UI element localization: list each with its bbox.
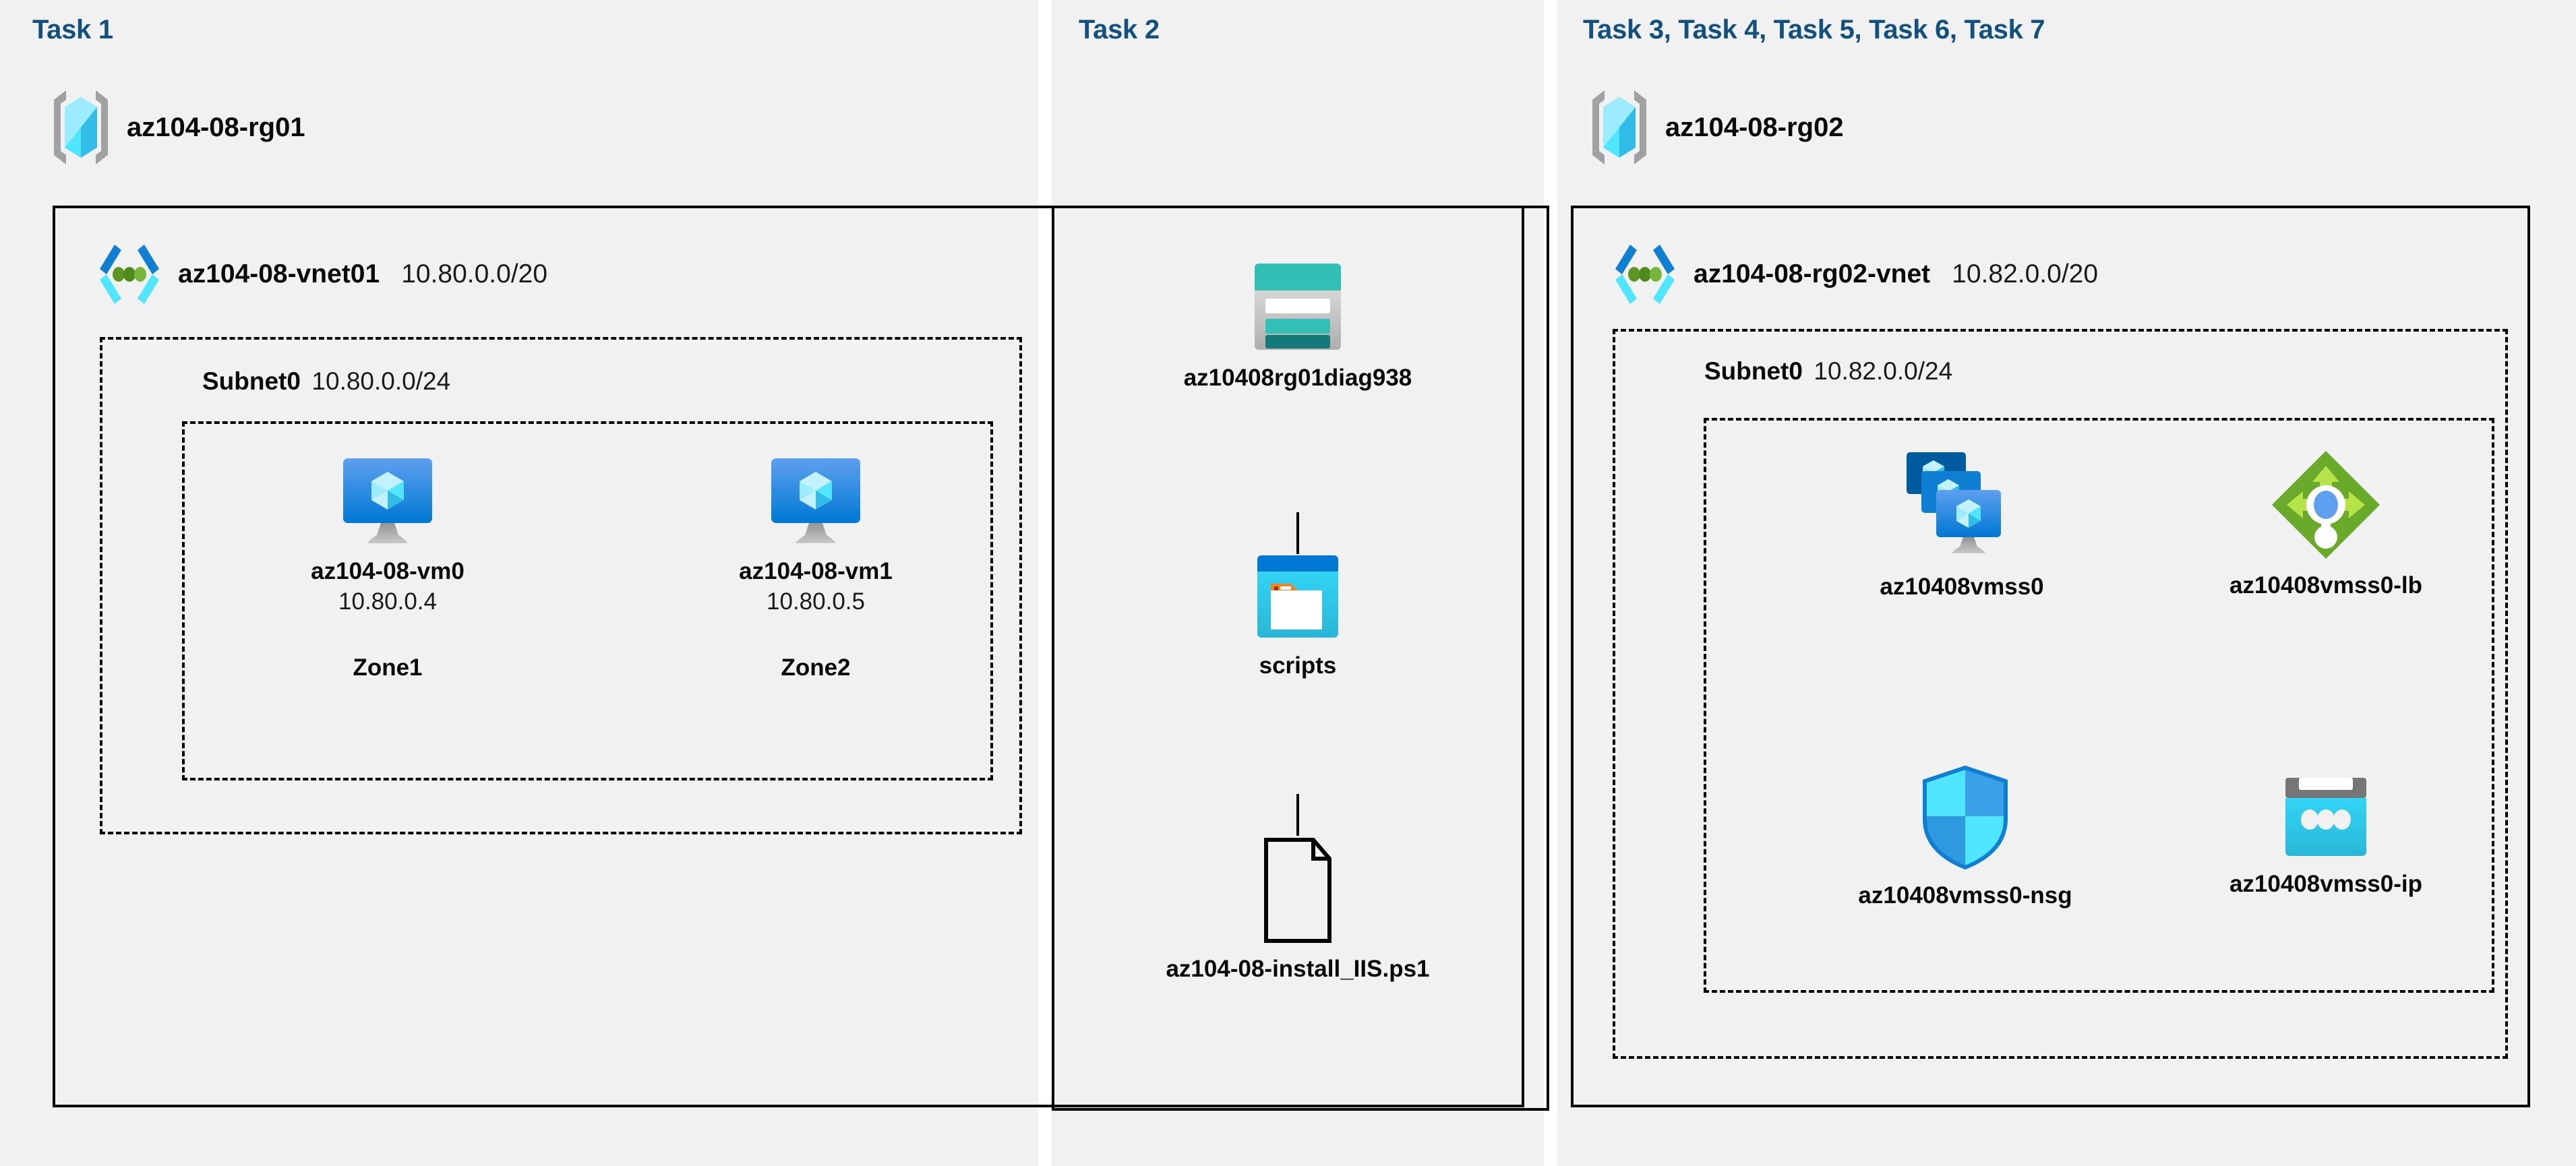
virtual-machine-icon [340, 453, 435, 547]
subnet-label-right: Subnet0 10.82.0.0/24 [1704, 357, 1952, 386]
task-label-3-to-7: Task 3, Task 4, Task 5, Task 6, Task 7 [1583, 15, 2045, 44]
public-ip-address-node: az10408vmss0-ip [2191, 775, 2461, 898]
vm-zone: Zone1 [353, 654, 423, 681]
blob-container-node: scripts [1207, 553, 1389, 680]
public-ip-address-icon [2279, 775, 2373, 860]
vm-node-vm1: az104-08-vm1 10.80.0.5 Zone2 [715, 453, 917, 681]
blob-container-name: scripts [1259, 652, 1337, 679]
load-balancer-icon [2269, 448, 2383, 561]
virtual-network-icon [1610, 239, 1680, 309]
subnet-cidr: 10.82.0.0/24 [1814, 357, 1953, 385]
subnet-cidr: 10.80.0.0/24 [311, 367, 451, 395]
public-ip-address-name: az10408vmss0-ip [2229, 871, 2423, 897]
vm-name: az104-08-vm0 [311, 558, 465, 584]
panel-task-3-to-7 [1557, 0, 2576, 1166]
script-file-icon [1254, 836, 1342, 945]
storage-account-name: az10408rg01diag938 [1183, 365, 1412, 391]
subnet-name: Subnet0 [1704, 357, 1803, 385]
vmss-resource-group-boundary [1704, 418, 2494, 993]
virtual-machine-icon [769, 453, 863, 547]
task-label-2: Task 2 [1079, 15, 1160, 44]
vm-scale-set-name: az10408vmss0 [1880, 574, 2044, 600]
load-balancer-name: az10408vmss0-lb [2229, 572, 2423, 599]
resource-group-name: az104-08-rg02 [1665, 112, 1844, 142]
script-blob-node: az104-08-install_IIS.ps1 [1133, 836, 1463, 983]
vnet-boundary-vnet01 [53, 206, 1524, 1107]
network-security-group-node: az10408vmss0-nsg [1827, 765, 2103, 910]
storage-boundary-task2 [1052, 206, 1549, 1111]
subnet-label-left: Subnet0 10.80.0.0/24 [202, 367, 450, 396]
vnet-name: az104-08-rg02-vnet [1694, 259, 1931, 288]
subnet-boundary-left [100, 337, 1022, 834]
panel-task-1 [0, 0, 1038, 1166]
vnet-header-vnet01: az104-08-vnet01 10.80.0.0/20 [94, 239, 547, 309]
task-label-1: Task 1 [32, 15, 113, 44]
virtual-network-icon [94, 239, 164, 309]
load-balancer-node: az10408vmss0-lb [2178, 448, 2474, 600]
vm-ip: 10.80.0.5 [767, 588, 865, 615]
resource-group-name: az104-08-rg01 [127, 112, 305, 142]
vnet-name: az104-08-vnet01 [178, 259, 380, 288]
vm-name: az104-08-vm1 [739, 558, 893, 584]
script-blob-name: az104-08-install_IIS.ps1 [1166, 956, 1430, 982]
resource-group-rg02: az104-08-rg02 [1588, 88, 1844, 167]
storage-account-icon [1249, 259, 1346, 354]
vm-scale-set-icon [1904, 448, 2020, 563]
resource-group-icon [50, 88, 112, 167]
subnet-name: Subnet0 [202, 367, 301, 395]
vm-scale-set-node: az10408vmss0 [1820, 448, 2103, 601]
availability-zone-group-boundary [182, 421, 993, 780]
vnet-cidr: 10.80.0.0/20 [401, 259, 548, 288]
vm-node-vm0: az104-08-vm0 10.80.0.4 Zone1 [287, 453, 489, 681]
vm-zone: Zone2 [781, 654, 851, 681]
vnet-boundary-rg02vnet [1571, 206, 2530, 1107]
connector-storage-to-container [1296, 512, 1299, 554]
network-security-group-name: az10408vmss0-nsg [1858, 882, 2072, 909]
vnet-header-rg02vnet: az104-08-rg02-vnet 10.82.0.0/20 [1610, 239, 2098, 309]
blob-container-icon [1253, 553, 1342, 642]
storage-account-node: az10408rg01diag938 [1160, 259, 1436, 392]
resource-group-rg01: az104-08-rg01 [50, 88, 305, 167]
resource-group-icon [1588, 88, 1650, 167]
connector-container-to-blob [1296, 794, 1299, 836]
vnet-cidr: 10.82.0.0/20 [1952, 259, 2099, 288]
network-security-group-icon [1919, 765, 2011, 871]
vm-ip: 10.80.0.4 [338, 588, 437, 615]
subnet-boundary-right [1613, 329, 2508, 1059]
